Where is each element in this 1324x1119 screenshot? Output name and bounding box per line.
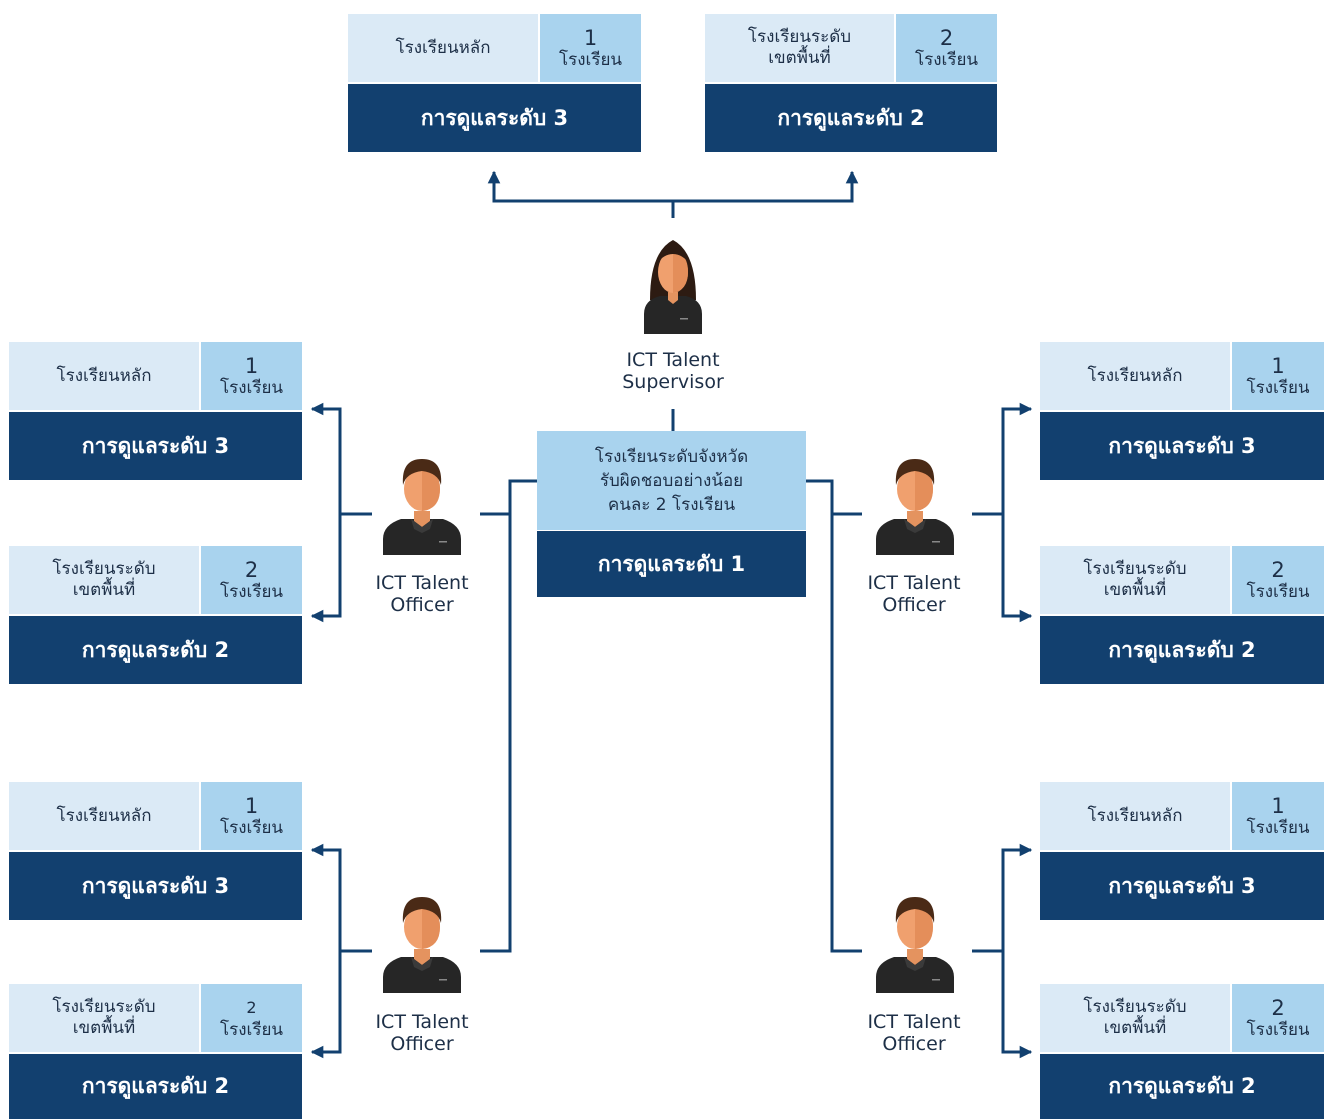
count-number: 1 <box>1271 353 1285 378</box>
count-number: 2 <box>244 557 259 582</box>
male-person-icon <box>383 459 461 555</box>
care-level-label: การดูแลระดับ 2 <box>9 616 302 684</box>
school-type-label: โรงเรียนระดับ เขตพื้นที่ <box>705 14 894 82</box>
school-type-label: โรงเรียนระดับ เขตพื้นที่ <box>1040 546 1230 614</box>
care-level-label: การดูแลระดับ 2 <box>1040 616 1324 684</box>
care-level-label: การดูแลระดับ 3 <box>1040 412 1324 480</box>
arrow-to-top-left-box <box>487 170 673 203</box>
count-unit: โรงเรียน <box>1246 581 1310 602</box>
arrow-bl-level3 <box>310 843 342 951</box>
school-type-label: โรงเรียนระดับ เขตพื้นที่ <box>9 546 199 614</box>
count-unit: โรงเรียน <box>1246 817 1310 838</box>
school-count: 2 โรงเรียน <box>201 984 302 1052</box>
school-box-right-2: โรงเรียนระดับ เขตพื้นที่ 2 โรงเรียน การด… <box>1040 546 1324 686</box>
count-unit: โรงเรียน <box>219 817 284 838</box>
care-level-label: การดูแลระดับ 3 <box>348 84 641 152</box>
school-type-label: โรงเรียนหลัก <box>9 782 199 850</box>
school-count: 1 โรงเรียน <box>201 342 302 410</box>
officer-role-label-top-left: ICT Talent Officer <box>375 572 469 616</box>
count-number: 1 <box>244 793 259 818</box>
school-type-label: โรงเรียนระดับ เขตพื้นที่ <box>9 984 199 1052</box>
school-count: 2 โรงเรียน <box>896 14 997 82</box>
line-center-to-officers-left <box>480 479 537 953</box>
school-box-right-1: โรงเรียนหลัก 1 โรงเรียน การดูแลระดับ 3 <box>1040 342 1324 482</box>
care-level-label: การดูแลระดับ 3 <box>9 412 302 480</box>
arrow-br-level3 <box>1001 843 1033 951</box>
arrow-to-top-right-box <box>673 170 859 203</box>
arrow-bl-level2 <box>310 951 342 1059</box>
count-unit: โรงเรียน <box>914 49 979 70</box>
school-box-right-3: โรงเรียนหลัก 1 โรงเรียน การดูแลระดับ 3 <box>1040 782 1324 922</box>
count-unit: โรงเรียน <box>1246 377 1310 398</box>
school-box-top-right: โรงเรียนระดับ เขตพื้นที่ 2 โรงเรียน การด… <box>705 14 997 154</box>
school-type-label: โรงเรียนหลัก <box>1040 782 1230 850</box>
officer-role-label-bottom-right: ICT Talent Officer <box>867 1011 961 1055</box>
male-person-icon <box>876 897 954 993</box>
school-box-top-left: โรงเรียนหลัก 1 โรงเรียน การดูแลระดับ 3 <box>348 14 641 154</box>
count-number: 2 <box>1271 995 1285 1020</box>
school-type-label: โรงเรียนระดับ เขตพื้นที่ <box>1040 984 1230 1052</box>
male-person-icon <box>876 459 954 555</box>
school-box-left-2: โรงเรียนระดับ เขตพื้นที่ 2 โรงเรียน การด… <box>9 546 302 686</box>
supervisor-role-label: ICT Talent Supervisor <box>622 349 724 393</box>
school-count: 1 โรงเรียน <box>201 782 302 850</box>
care-level-label: การดูแลระดับ 2 <box>1040 1054 1324 1119</box>
officer-role-label-top-right: ICT Talent Officer <box>867 572 961 616</box>
care-level-label: การดูแลระดับ 3 <box>9 852 302 920</box>
arrow-tr-level2 <box>1001 514 1033 623</box>
school-count: 2 โรงเรียน <box>201 546 302 614</box>
count-unit: โรงเรียน <box>1246 1019 1310 1040</box>
school-count: 2 โรงเรียน <box>1232 546 1324 614</box>
school-type-label: โรงเรียนหลัก <box>348 14 538 82</box>
provincial-school-description: โรงเรียนระดับจังหวัด รับผิดชอบอย่างน้อย … <box>537 431 806 530</box>
count-number: 2 <box>246 997 257 1017</box>
arrow-tl-level2 <box>310 514 342 623</box>
school-count: 2 โรงเรียน <box>1232 984 1324 1052</box>
count-number: 2 <box>1271 557 1285 582</box>
arrow-br-level2 <box>1001 951 1033 1059</box>
school-box-left-3: โรงเรียนหลัก 1 โรงเรียน การดูแลระดับ 3 <box>9 782 302 922</box>
count-unit: โรงเรียน <box>219 1019 284 1040</box>
school-box-left-4: โรงเรียนระดับ เขตพื้นที่ 2 โรงเรียน การด… <box>9 984 302 1119</box>
school-count: 1 โรงเรียน <box>540 14 641 82</box>
female-person-icon <box>644 240 702 334</box>
count-unit: โรงเรียน <box>219 377 284 398</box>
officer-role-label-bottom-left: ICT Talent Officer <box>375 1011 469 1055</box>
count-unit: โรงเรียน <box>558 49 623 70</box>
count-unit: โรงเรียน <box>219 581 284 602</box>
care-level-label: การดูแลระดับ 3 <box>1040 852 1324 920</box>
male-person-icon <box>383 897 461 993</box>
line-center-to-officers-right <box>806 479 862 953</box>
school-count: 1 โรงเรียน <box>1232 782 1324 850</box>
school-type-label: โรงเรียนหลัก <box>1040 342 1230 410</box>
school-box-right-4: โรงเรียนระดับ เขตพื้นที่ 2 โรงเรียน การด… <box>1040 984 1324 1119</box>
arrow-tr-level3 <box>1001 402 1033 514</box>
care-level-label: การดูแลระดับ 2 <box>705 84 997 152</box>
count-number: 1 <box>244 353 259 378</box>
care-level-label: การดูแลระดับ 2 <box>9 1054 302 1119</box>
count-number: 2 <box>939 25 954 50</box>
arrow-tl-level3 <box>310 402 342 514</box>
count-number: 1 <box>1271 793 1285 818</box>
school-box-left-1: โรงเรียนหลัก 1 โรงเรียน การดูแลระดับ 3 <box>9 342 302 482</box>
care-level-1-label: การดูแลระดับ 1 <box>537 531 806 597</box>
school-type-label: โรงเรียนหลัก <box>9 342 199 410</box>
school-count: 1 โรงเรียน <box>1232 342 1324 410</box>
count-number: 1 <box>583 25 598 50</box>
